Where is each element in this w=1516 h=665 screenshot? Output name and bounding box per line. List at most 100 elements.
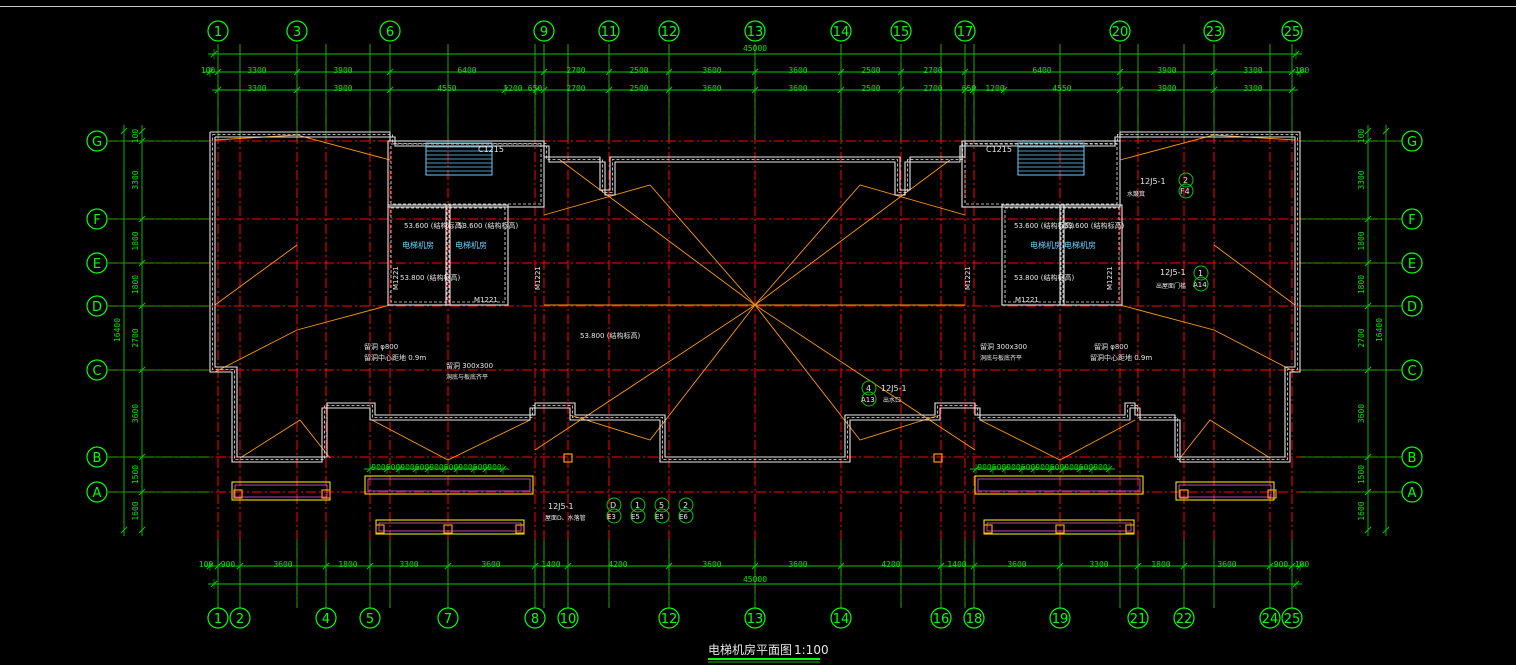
roof-slope [1119,304,1296,373]
dim-top-2-text: 4550 [1052,84,1071,93]
elevation-left-1: 53.600 (结构标高) [404,221,464,230]
roof-slope [371,419,531,461]
stairs-right [1017,142,1085,176]
ref-water-bubble-bottom [1178,183,1194,199]
dim-bottom-text: 3300 [1089,560,1108,569]
dim-total-top-text: 45000 [743,44,767,53]
dim-bottom-text: 3600 [1217,560,1236,569]
axis-bubble-row [86,130,108,152]
dim-side-1-tick [1364,366,1372,374]
column-marker [233,489,243,499]
axis-label-row: G [1407,135,1417,150]
dim-top-1-text: 100 [201,66,216,75]
dim-side-total-text: 16400 [113,318,122,342]
dim-side-1-tick [1364,259,1372,267]
dim-side-text: 1800 [131,275,140,294]
balcony-e-inner [986,522,1132,532]
axis-label-top: 23 [1206,25,1223,40]
dim-side-text: 3300 [1357,170,1366,189]
ref-b1-sheet: E3 [607,513,616,521]
dim-side-text: 100 [131,129,140,144]
dim-side-1-tick [1364,453,1372,461]
dim-side-text: 3300 [131,170,140,189]
axis-bubble-bottom [1259,607,1281,629]
elevator-room-right-a-inner [1004,207,1062,303]
dim-side-total-tick [120,526,128,534]
axis-bubble-row [86,446,108,468]
axis-label-bottom: 16 [933,612,950,627]
dim-side-0-tick [138,302,146,310]
column-marker [1267,489,1277,499]
axis-label-bottom: 24 [1262,612,1279,627]
axis-bubble-top [1203,20,1225,42]
inner-wall [214,136,1296,458]
dim-side-text: 100 [1357,129,1366,144]
ref-water-num: 2 [1183,176,1188,185]
dim-top-2-text: 650 [962,84,977,93]
ref-center-bubble-top [861,380,877,396]
axis-label-top: 9 [540,25,548,40]
axis-label-bottom: 12 [661,612,678,627]
axis-bubble-top [286,20,308,42]
drawing-title: 电梯机房平面图 [708,642,792,657]
dim-bottom-text: 4200 [881,560,900,569]
ref-center-num: 4 [866,384,871,393]
axis-bubble-bottom [1127,607,1149,629]
roof-slope [754,304,941,441]
stairs-left [425,142,493,176]
dim-window-text: 900 [371,463,386,472]
ref-b3-sheet: E5 [655,513,664,521]
dim-side-total-tick [1382,526,1390,534]
dim-side-1-tick [1364,215,1372,223]
dim-window-text: 600 [386,463,401,472]
dim-window-text: 600 [1021,463,1036,472]
dim-bottom-text: 1400 [947,560,966,569]
dim-window-text: 600 [1050,463,1065,472]
axis-label-bottom: 19 [1052,612,1069,627]
ref-water-bubble-top [1178,172,1194,188]
dim-top-1-text: 3300 [247,66,266,75]
ref-water-code: 12J5-1 [1140,177,1166,186]
column-marker [375,524,385,534]
axis-label-row: A [93,486,102,501]
balcony-b [364,475,534,495]
axis-label-bottom: 7 [444,612,452,627]
axis-bubble-bottom [229,607,251,629]
dim-window-text: 600 [415,463,430,472]
window-top-border [0,0,1516,7]
axis-bubble-row [1401,295,1423,317]
axis-grid-lines [108,44,1402,608]
axis-bubble-row [1401,481,1423,503]
axis-bubble-top [207,20,229,42]
roof-slope [239,419,331,459]
dim-top-2-text: 3300 [1243,84,1262,93]
axis-bubble-row [1401,130,1423,152]
dim-window-text: 900 [400,463,415,472]
dim-side-1-tick [1364,127,1372,135]
ref-b4-sheet: E6 [679,513,688,521]
dim-top-2-text: 3600 [788,84,807,93]
axis-label-row: E [1408,257,1416,272]
axis-label-bottom: 25 [1284,612,1301,627]
dim-top-2-text: 3900 [1157,84,1176,93]
axis-bubble-top [658,20,680,42]
ref-water-sheet: F4 [1180,187,1190,196]
dim-top-1-text: 3300 [1243,66,1262,75]
axis-bubble-bottom [524,607,546,629]
window-label-right: C1215 [986,145,1012,154]
dim-bottom-text: 3600 [1007,560,1026,569]
axis-bubble-top [1281,20,1303,42]
axis-bubble-top [379,20,401,42]
dim-bottom-text: 3600 [788,560,807,569]
dim-side-total-text: 16400 [1375,318,1384,342]
elevation-center: 53.800 (结构标高) [580,331,640,340]
axis-label-top: 6 [386,25,394,40]
axis-label-row: D [92,300,102,315]
ref-b1-num: D [610,501,616,510]
door-label-e: M1221 [964,266,972,290]
ref-bottom-code: 12J5-1 [548,502,574,511]
ref-door-code: 12J5-1 [1160,268,1186,277]
dim-side-0-tick [138,259,146,267]
door-label-d: M1221 [534,266,542,290]
